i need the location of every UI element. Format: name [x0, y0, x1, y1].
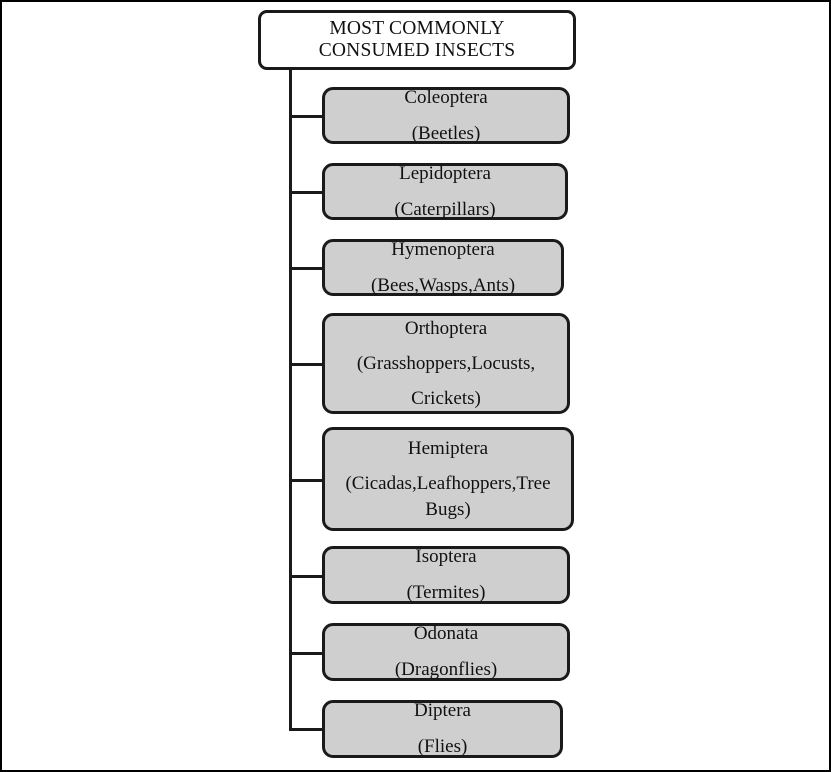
node-hymenoptera-examples: (Bees,Wasps,Ants) — [370, 274, 516, 296]
node-orthoptera-examples-line-2: Crickets) — [411, 387, 481, 409]
root-node-most-commonly-consumed-insects: MOST COMMONLY CONSUMED INSECTS — [258, 10, 576, 70]
node-hymenoptera-order: Hymenoptera — [391, 238, 495, 260]
connector-stub-hemiptera — [289, 479, 324, 482]
node-hymenoptera: Hymenoptera (Bees,Wasps,Ants) — [322, 239, 564, 296]
node-hemiptera-examples-line-1: (Cicadas,Leafhoppers,Tree — [345, 472, 551, 494]
node-lepidoptera-examples: (Caterpillars) — [394, 198, 496, 220]
connector-stub-diptera — [289, 728, 324, 731]
node-odonata: Odonata (Dragonflies) — [322, 623, 570, 681]
node-orthoptera: Orthoptera (Grasshoppers,Locusts, Cricke… — [322, 313, 570, 414]
node-coleoptera: Coleoptera (Beetles) — [322, 87, 570, 144]
node-isoptera: Isoptera (Termites) — [322, 546, 570, 604]
node-isoptera-examples: (Termites) — [406, 582, 486, 603]
node-orthoptera-examples-line-1: (Grasshoppers,Locusts, — [356, 352, 536, 374]
node-hemiptera-examples-line-2: Bugs) — [425, 498, 471, 520]
node-coleoptera-order: Coleoptera — [404, 86, 488, 108]
connector-trunk — [289, 70, 292, 731]
node-diptera-examples: (Flies) — [417, 736, 468, 757]
node-diptera-order: Diptera — [414, 700, 471, 721]
root-title-line-1: MOST COMMONLY — [329, 18, 505, 40]
root-title-line-2: CONSUMED INSECTS — [318, 40, 516, 61]
connector-stub-hymenoptera — [289, 267, 324, 270]
connector-stub-orthoptera — [289, 363, 324, 366]
node-diptera: Diptera (Flies) — [322, 700, 563, 758]
node-odonata-examples: (Dragonflies) — [394, 659, 498, 680]
node-isoptera-order: Isoptera — [415, 546, 477, 567]
connector-stub-coleoptera — [289, 115, 324, 118]
node-hemiptera-order: Hemiptera — [407, 437, 489, 459]
connector-stub-lepidoptera — [289, 191, 324, 194]
connector-stub-isoptera — [289, 575, 324, 578]
node-lepidoptera: Lepidoptera (Caterpillars) — [322, 163, 568, 220]
node-orthoptera-order: Orthoptera — [404, 317, 488, 339]
node-hemiptera: Hemiptera (Cicadas,Leafhoppers,Tree Bugs… — [322, 427, 574, 531]
connector-stub-odonata — [289, 652, 324, 655]
node-odonata-order: Odonata — [413, 623, 479, 644]
node-coleoptera-examples: (Beetles) — [411, 122, 481, 144]
node-lepidoptera-order: Lepidoptera — [399, 162, 491, 184]
